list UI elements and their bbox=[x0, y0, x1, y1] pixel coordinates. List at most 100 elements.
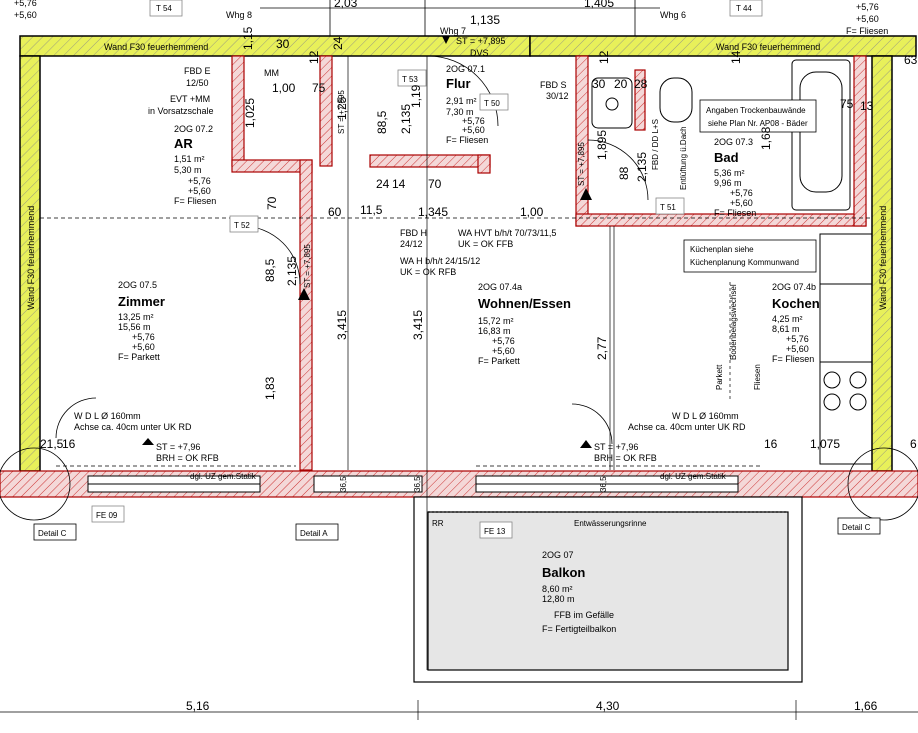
svg-text:1,025: 1,025 bbox=[243, 98, 257, 128]
level-top-right-b: +5,60 bbox=[856, 14, 879, 24]
svg-text:16: 16 bbox=[62, 437, 76, 451]
door-t44: T 44 bbox=[736, 4, 752, 13]
note-kueche-1: Küchenplan siehe bbox=[690, 245, 754, 254]
svg-text:30: 30 bbox=[276, 37, 290, 51]
svg-text:20: 20 bbox=[614, 77, 628, 91]
svg-text:36,5: 36,5 bbox=[413, 476, 422, 492]
svg-text:AR: AR bbox=[174, 136, 193, 151]
top-dimension-lines bbox=[260, 0, 660, 40]
label-fbd-s-size: 30/12 bbox=[546, 91, 569, 101]
svg-text:1,075: 1,075 bbox=[810, 437, 840, 451]
level-top-right-a: +5,76 bbox=[856, 2, 879, 12]
svg-text:75: 75 bbox=[840, 97, 854, 111]
svg-text:Flur: Flur bbox=[446, 76, 471, 91]
svg-text:2OG 07.4a: 2OG 07.4a bbox=[478, 282, 522, 292]
svg-text:1,83: 1,83 bbox=[263, 376, 277, 400]
svg-text:60: 60 bbox=[328, 205, 342, 219]
svg-text:2OG 07.5: 2OG 07.5 bbox=[118, 280, 157, 290]
fire-walls bbox=[19, 35, 917, 472]
svg-text:+5,60: +5,60 bbox=[786, 344, 809, 354]
level-top-left-a: +5,76 bbox=[14, 0, 37, 8]
label-brh1: BRH = OK RFB bbox=[156, 453, 219, 463]
svg-text:2,135: 2,135 bbox=[285, 256, 299, 286]
room-flur: 2OG 07.1 Flur 2,91 m² 7,30 m +5,76 +5,60… bbox=[446, 64, 488, 145]
label-parkett: Parkett bbox=[715, 364, 724, 390]
label-fbd-e-size: 12/50 bbox=[186, 78, 209, 88]
label-wdl-left: W D L Ø 160mm bbox=[74, 411, 141, 421]
apartment-whg8: Whg 8 bbox=[226, 10, 252, 20]
room-kochen: 2OG 07.4b Kochen 4,25 m² 8,61 m +5,76 +5… bbox=[772, 282, 820, 364]
label-rr: RR bbox=[432, 519, 444, 528]
dim-top-3: 1,405 bbox=[584, 0, 614, 10]
dim-top-2: 1,135 bbox=[470, 13, 500, 27]
svg-text:+5,60: +5,60 bbox=[132, 342, 155, 352]
svg-text:2OG 07.4b: 2OG 07.4b bbox=[772, 282, 816, 292]
svg-text:24: 24 bbox=[331, 36, 345, 50]
detail-c-left: Detail C bbox=[38, 529, 67, 538]
svg-text:12: 12 bbox=[597, 50, 611, 64]
svg-text:8,60 m²: 8,60 m² bbox=[542, 584, 573, 594]
svg-text:28: 28 bbox=[634, 77, 648, 91]
svg-text:Kochen: Kochen bbox=[772, 296, 820, 311]
label-dvs: DVS bbox=[470, 48, 489, 58]
door-swings bbox=[55, 55, 649, 445]
svg-text:6: 6 bbox=[910, 437, 917, 451]
svg-text:7,30 m: 7,30 m bbox=[446, 107, 474, 117]
dim-bottom-1: 5,16 bbox=[186, 699, 210, 713]
svg-text:2,135: 2,135 bbox=[635, 152, 649, 182]
svg-text:14: 14 bbox=[392, 177, 406, 191]
door-t54: T 54 bbox=[156, 4, 172, 13]
svg-text:24: 24 bbox=[376, 177, 390, 191]
label-brh2: BRH = OK RFB bbox=[594, 453, 657, 463]
detail-markers bbox=[0, 447, 918, 541]
window-fe13: FE 13 bbox=[484, 527, 506, 536]
svg-text:3,415: 3,415 bbox=[411, 310, 425, 340]
note-kueche-2: Küchenplanung Kommunwand bbox=[690, 258, 799, 267]
svg-text:FFB im Gefälle: FFB im Gefälle bbox=[554, 610, 614, 620]
svg-text:2OG 07.2: 2OG 07.2 bbox=[174, 124, 213, 134]
svg-text:63: 63 bbox=[904, 53, 918, 67]
svg-text:70: 70 bbox=[265, 196, 279, 210]
door-tags bbox=[91, 0, 763, 539]
svg-text:13: 13 bbox=[860, 99, 874, 113]
svg-text:2,91 m²: 2,91 m² bbox=[446, 96, 477, 106]
label-st-zimmer: ST = +7,895 bbox=[303, 244, 312, 288]
windows bbox=[87, 475, 739, 493]
svg-text:Bad: Bad bbox=[714, 150, 739, 165]
label-wdl-right: W D L Ø 160mm bbox=[672, 411, 739, 421]
label-evt: EVT +MM bbox=[170, 94, 210, 104]
svg-text:15,56 m: 15,56 m bbox=[118, 322, 151, 332]
label-st-top: ST = +7,895 bbox=[456, 36, 505, 46]
svg-text:70: 70 bbox=[428, 177, 442, 191]
svg-text:4,25 m²: 4,25 m² bbox=[772, 314, 803, 324]
label-fbd-h-size: 24/12 bbox=[400, 239, 423, 249]
misc-dimensions: 1,15 30 1,00 75 1,025 1,25 1,19 88,5 2,1… bbox=[40, 26, 918, 492]
svg-text:2,135: 2,135 bbox=[399, 104, 413, 134]
svg-text:+5,60: +5,60 bbox=[492, 346, 515, 356]
svg-text:+5,76: +5,76 bbox=[188, 176, 211, 186]
svg-text:1,68: 1,68 bbox=[759, 126, 773, 150]
svg-text:+5,76: +5,76 bbox=[132, 332, 155, 342]
svg-text:12,80 m: 12,80 m bbox=[542, 594, 575, 604]
svg-text:F= Fliesen: F= Fliesen bbox=[174, 196, 216, 206]
label-st-bad: ST = +7,895 bbox=[577, 142, 586, 186]
svg-text:F= Parkett: F= Parkett bbox=[478, 356, 520, 366]
svg-text:F= Parkett: F= Parkett bbox=[118, 352, 160, 362]
svg-text:1,345: 1,345 bbox=[418, 205, 448, 219]
svg-text:1,00: 1,00 bbox=[520, 205, 544, 219]
label-uk-rfb: UK = OK RFB bbox=[400, 267, 456, 277]
reference-lines bbox=[0, 56, 918, 720]
svg-text:14: 14 bbox=[729, 50, 743, 64]
dim-bottom-3: 1,66 bbox=[854, 699, 878, 713]
label-achse-right: Achse ca. 40cm unter UK RD bbox=[628, 422, 746, 432]
door-t50: T 50 bbox=[484, 99, 500, 108]
level-markers bbox=[142, 36, 592, 448]
svg-text:1,51 m²: 1,51 m² bbox=[174, 154, 205, 164]
svg-text:16: 16 bbox=[764, 437, 778, 451]
svg-text:36,5: 36,5 bbox=[599, 476, 608, 492]
svg-text:Wohnen/Essen: Wohnen/Essen bbox=[478, 296, 571, 311]
svg-text:15,72 m²: 15,72 m² bbox=[478, 316, 514, 326]
svg-text:9,96 m: 9,96 m bbox=[714, 178, 742, 188]
svg-text:+5,60: +5,60 bbox=[730, 198, 753, 208]
